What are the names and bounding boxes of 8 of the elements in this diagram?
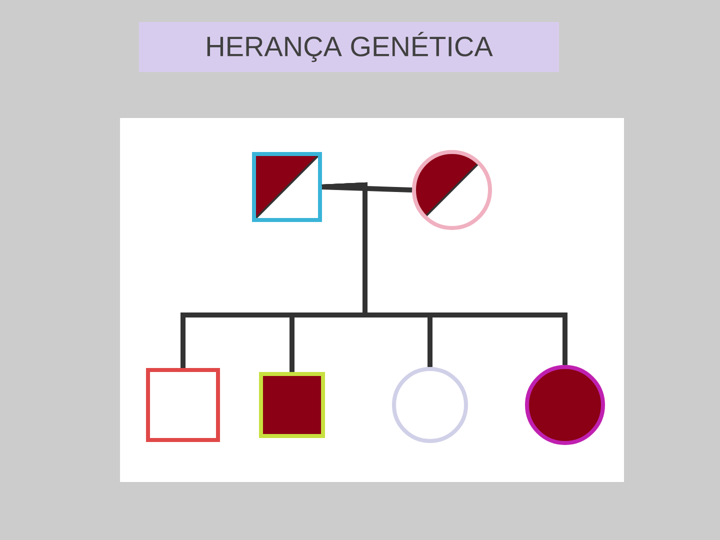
descent-line xyxy=(322,182,568,365)
title: HERANÇA GENÉTICA xyxy=(139,22,559,72)
male-square xyxy=(259,372,325,438)
female-circle xyxy=(392,367,468,443)
male-square xyxy=(252,152,322,222)
female-circle xyxy=(525,365,605,445)
male-square xyxy=(146,368,220,442)
female-circle xyxy=(412,150,492,230)
